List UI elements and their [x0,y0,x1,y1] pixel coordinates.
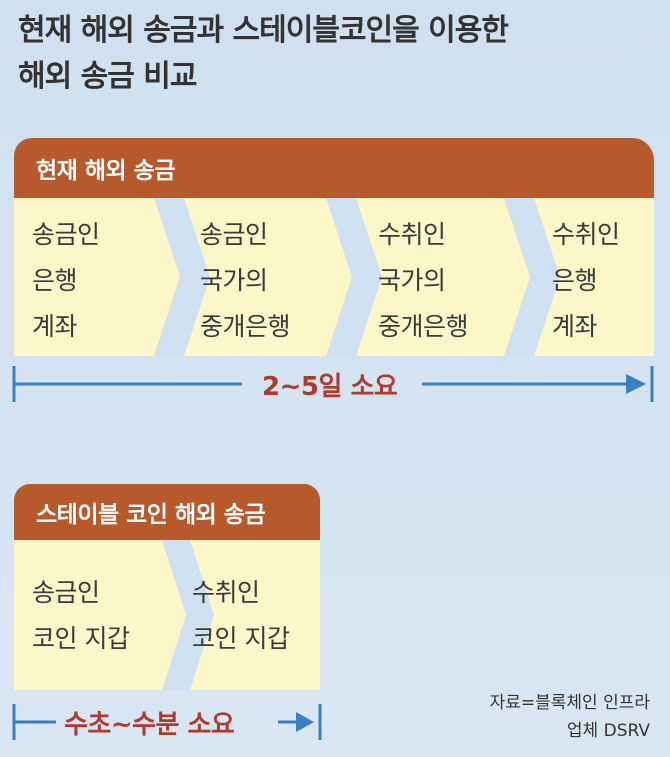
title-line-1: 현재 해외 송금과 스테이블코인을 이용한 [18,13,509,48]
stablecoin-remittance-header-label: 스테이블 코인 해외 송금 [36,502,266,528]
stablecoin-duration-label: 수초~수분 소요 [64,710,235,740]
current-step-sender-bank-account: 송금인 은행 계좌 [32,220,100,341]
current-remittance-header: 현재 해외 송금 [14,138,654,198]
chevron-divider-1 [154,198,210,356]
stablecoin-flow-boxes [14,540,320,690]
chevron-divider-stablecoin [162,540,214,690]
current-duration-arrow [12,366,654,402]
stablecoin-duration-arrow [12,704,322,740]
diagram-title: 현재 해외 송금과 스테이블코인을 이용한 해외 송금 비교 [18,8,509,100]
current-remittance-header-label: 현재 해외 송금 [36,158,175,184]
chevron-divider-3 [504,198,560,356]
arrow-head-icon [626,374,646,394]
current-step-sender-intermediary-bank: 송금인 국가의 중개은행 [200,220,291,341]
stablecoin-step-recipient-wallet: 수취인 코인 지갑 [192,578,290,653]
stablecoin-remittance-header: 스테이블 코인 해외 송금 [14,484,320,540]
current-step-recipient-bank-account: 수취인 은행 계좌 [552,220,620,341]
stablecoin-flow-background [14,540,320,690]
arrow-head-icon [296,712,314,732]
chevron-divider-2 [326,198,382,356]
current-step-recipient-intermediary-bank: 수취인 국가의 중개은행 [378,220,469,341]
stablecoin-step-sender-wallet: 송금인 코인 지갑 [32,578,130,653]
current-duration-label: 2~5일 소요 [262,372,398,402]
title-line-2: 해외 송금 비교 [18,59,197,94]
source-line-1: 자료=블록체인 인프라 [489,693,650,713]
current-flow-boxes [14,198,654,356]
source-line-2: 업체 DSRV [566,721,650,741]
